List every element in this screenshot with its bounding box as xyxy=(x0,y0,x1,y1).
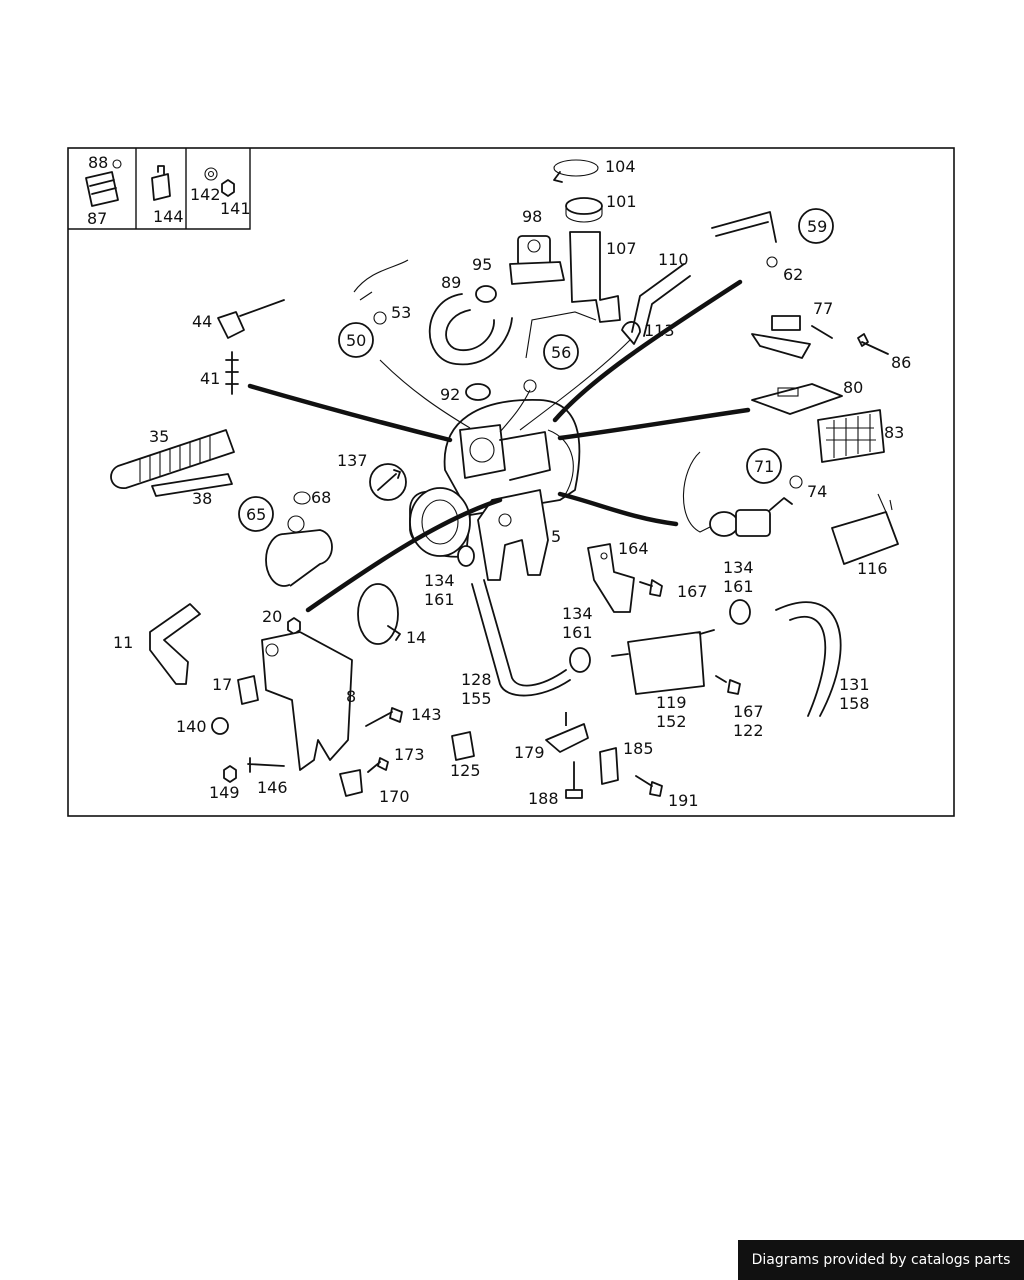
label-14: 14 xyxy=(406,628,426,647)
label-88: 88 xyxy=(88,153,108,172)
label-44: 44 xyxy=(192,312,212,331)
label-62: 62 xyxy=(783,265,803,284)
label-77: 77 xyxy=(813,299,833,318)
label-113: 113 xyxy=(644,321,675,340)
label-167-b: 167 xyxy=(733,702,764,721)
label-71: 71 xyxy=(754,457,774,476)
label-104: 104 xyxy=(605,157,636,176)
label-152: 152 xyxy=(656,712,687,731)
label-188: 188 xyxy=(528,789,559,808)
label-95: 95 xyxy=(472,255,492,274)
label-20: 20 xyxy=(262,607,282,626)
label-35: 35 xyxy=(149,427,169,446)
label-65: 65 xyxy=(246,505,266,524)
label-142: 142 xyxy=(190,185,221,204)
connection-arrows xyxy=(247,279,751,613)
label-170: 170 xyxy=(379,787,410,806)
label-179: 179 xyxy=(514,743,545,762)
label-131: 131 xyxy=(839,675,870,694)
label-161-c: 161 xyxy=(562,623,593,642)
label-41: 41 xyxy=(200,369,220,388)
label-173: 173 xyxy=(394,745,425,764)
label-137: 137 xyxy=(337,451,368,470)
diagram-frame xyxy=(67,147,955,817)
label-38: 38 xyxy=(192,489,212,508)
label-141: 141 xyxy=(220,199,251,218)
label-191: 191 xyxy=(668,791,699,810)
label-155: 155 xyxy=(461,689,492,708)
label-149: 149 xyxy=(209,783,240,802)
label-107: 107 xyxy=(606,239,637,258)
inset-boxes xyxy=(68,148,251,230)
label-53: 53 xyxy=(391,303,411,322)
label-86: 86 xyxy=(891,353,911,372)
part-labels: 88 87 144 142 141 104 101 98 107 95 89 1… xyxy=(87,153,911,810)
label-134-c: 134 xyxy=(562,604,593,623)
label-11: 11 xyxy=(113,633,133,652)
label-50: 50 xyxy=(346,331,366,350)
label-185: 185 xyxy=(623,739,654,758)
label-116: 116 xyxy=(857,559,888,578)
label-143: 143 xyxy=(411,705,442,724)
label-158: 158 xyxy=(839,694,870,713)
label-92: 92 xyxy=(440,385,460,404)
parts-drawings xyxy=(110,159,899,799)
label-74: 74 xyxy=(807,482,827,501)
label-8: 8 xyxy=(346,687,356,706)
label-161-a: 161 xyxy=(723,577,754,596)
label-161-b: 161 xyxy=(424,590,455,609)
label-134-a: 134 xyxy=(723,558,754,577)
label-56: 56 xyxy=(551,343,571,362)
heater-unit xyxy=(409,399,581,581)
footer-credit: Diagrams provided by catalogs parts xyxy=(738,1240,1024,1280)
label-134-b: 134 xyxy=(424,571,455,590)
label-101: 101 xyxy=(606,192,637,211)
label-119: 119 xyxy=(656,693,687,712)
label-68: 68 xyxy=(311,488,331,507)
label-122: 122 xyxy=(733,721,764,740)
label-89: 89 xyxy=(441,273,461,292)
label-125: 125 xyxy=(450,761,481,780)
label-59: 59 xyxy=(807,217,827,236)
label-164: 164 xyxy=(618,539,649,558)
label-144: 144 xyxy=(153,207,184,226)
label-80: 80 xyxy=(843,378,863,397)
label-17: 17 xyxy=(212,675,232,694)
label-167-a: 167 xyxy=(677,582,708,601)
label-128: 128 xyxy=(461,670,492,689)
label-83: 83 xyxy=(884,423,904,442)
label-110: 110 xyxy=(658,250,689,269)
label-140: 140 xyxy=(176,717,207,736)
label-146: 146 xyxy=(257,778,288,797)
label-5: 5 xyxy=(551,527,561,546)
label-87: 87 xyxy=(87,209,107,228)
label-98: 98 xyxy=(522,207,542,226)
